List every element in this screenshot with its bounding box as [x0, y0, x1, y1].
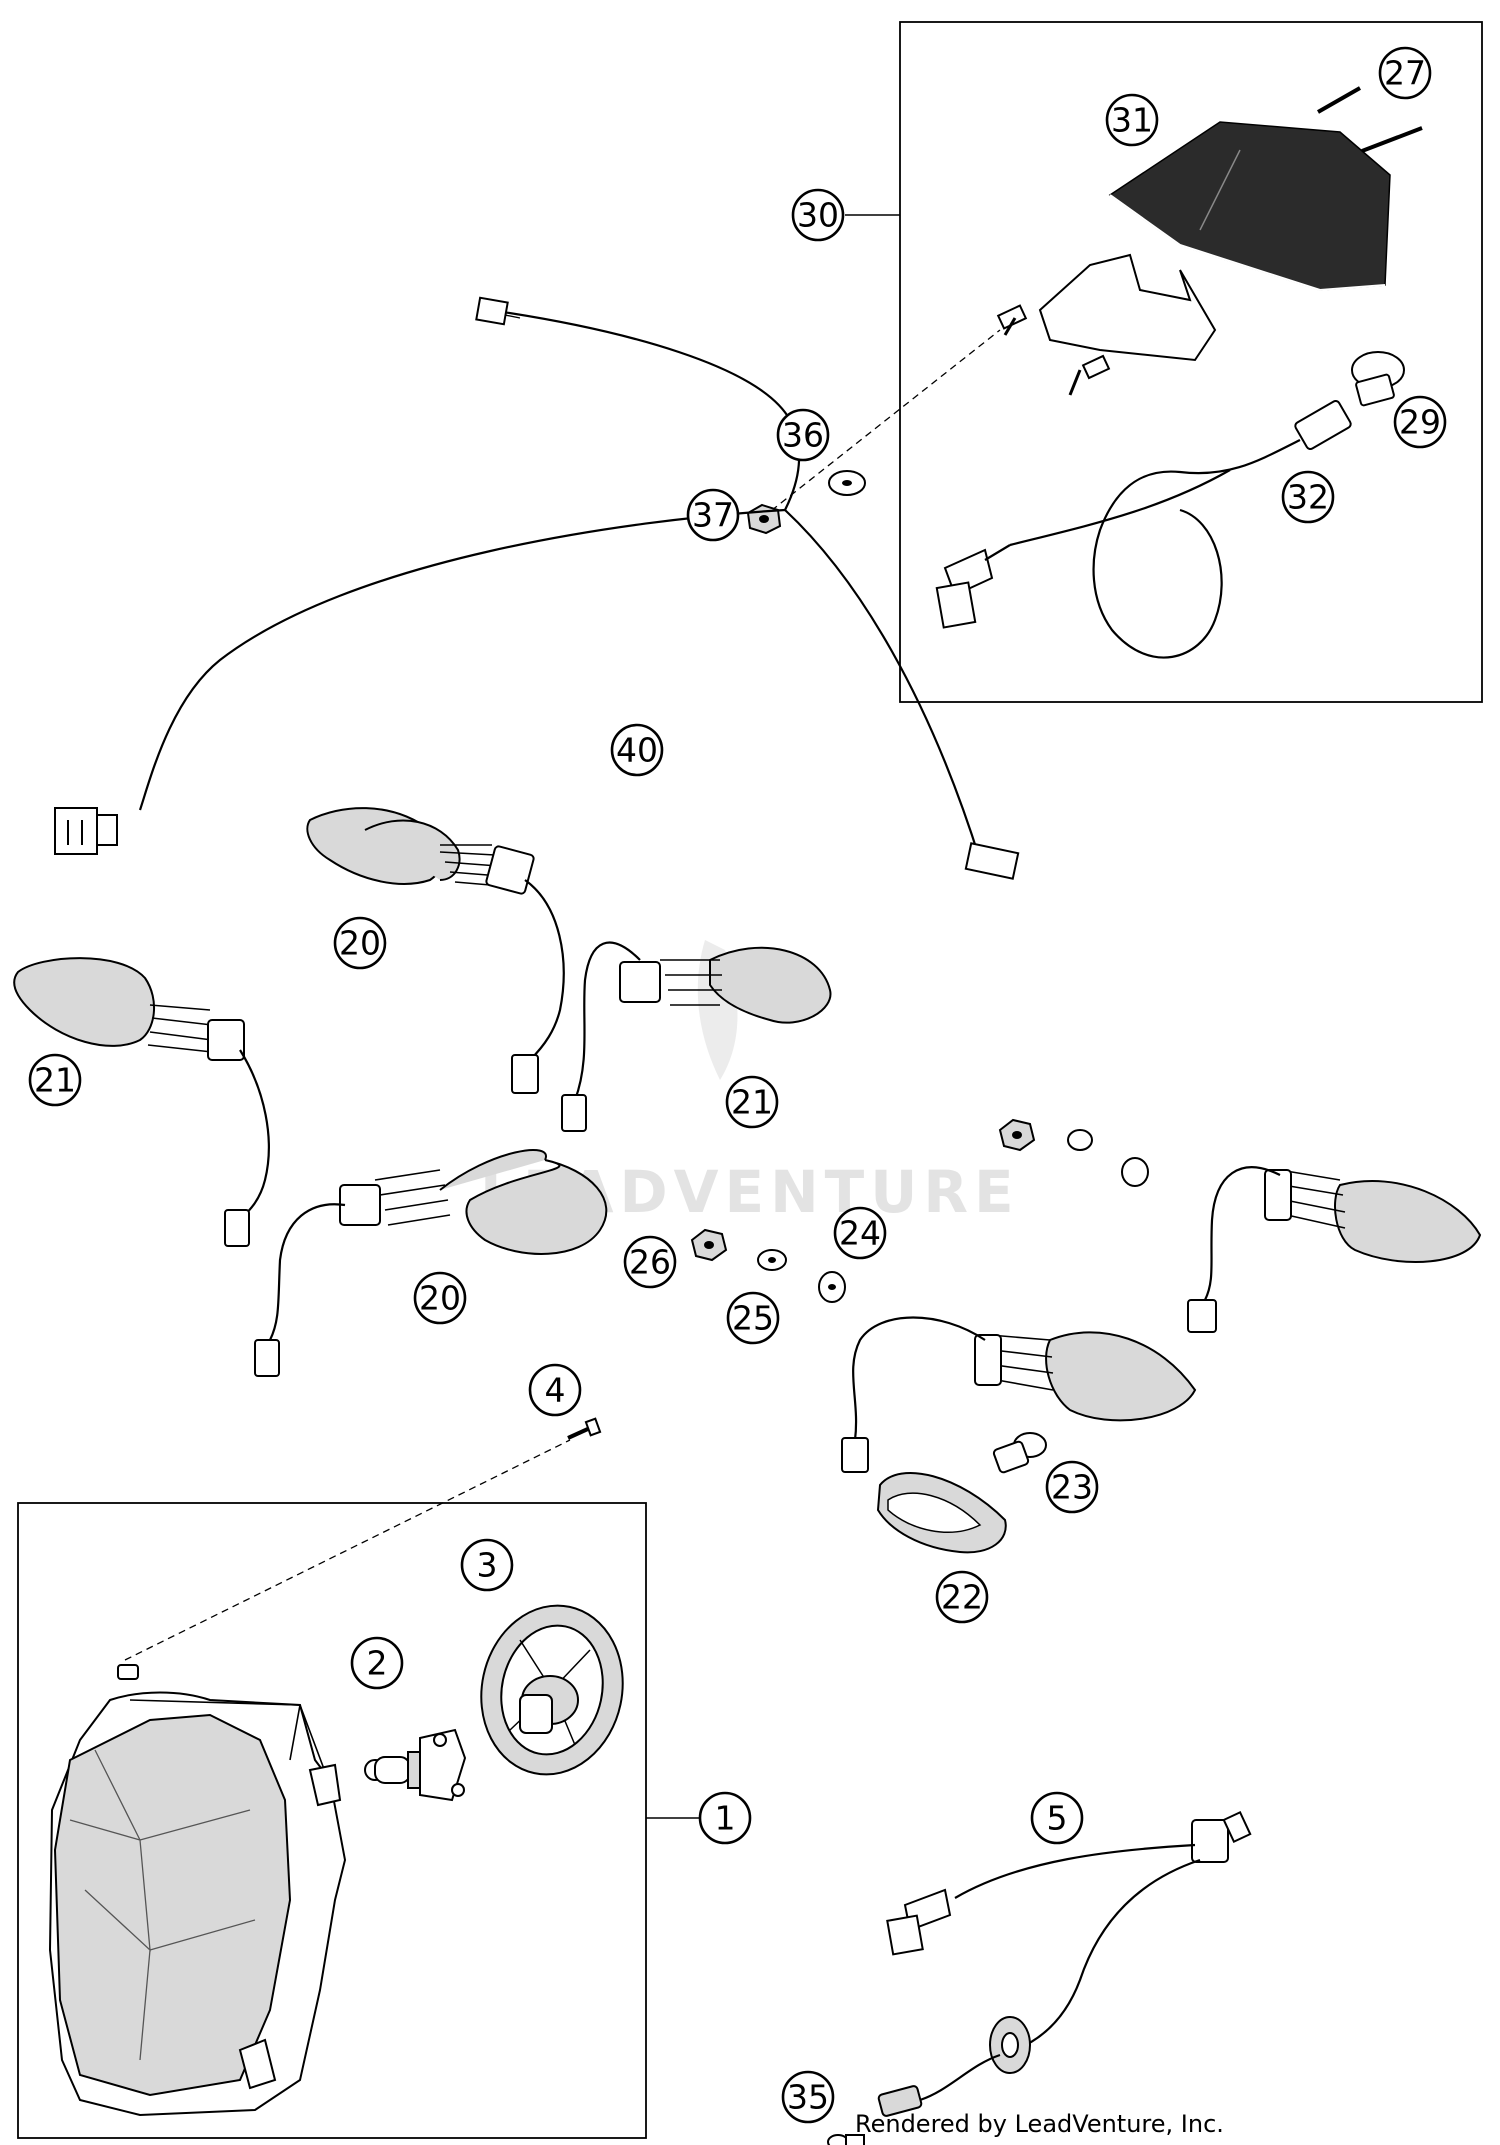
headlight-bulb-2-part — [364, 1728, 467, 1802]
callout-31: 31 — [1105, 93, 1159, 147]
fastener-set-upper — [998, 1118, 1149, 1187]
washer-36-part — [828, 470, 866, 496]
callout-3: 3 — [460, 1538, 514, 1592]
callout-4-label: 4 — [545, 1371, 566, 1410]
callout-35: 35 — [781, 2070, 835, 2124]
callout-37-label: 37 — [692, 496, 734, 535]
callout-20-lower: 20 — [413, 1271, 467, 1325]
callout-25: 25 — [726, 1291, 780, 1345]
callout-27-label: 27 — [1384, 54, 1426, 93]
callout-21-left: 21 — [28, 1053, 82, 1107]
callout-1-label: 1 — [715, 1799, 736, 1838]
callout-20-upper-label: 20 — [339, 924, 381, 963]
lock-washer-25-part — [757, 1249, 787, 1271]
dust-cover-3-part — [480, 1604, 624, 1776]
callout-24: 24 — [833, 1206, 887, 1260]
turn-signal-20-upper-part — [306, 807, 565, 1094]
tail-light-assembly-box — [899, 21, 1483, 703]
callout-23: 23 — [1045, 1460, 1099, 1514]
nut-37-part — [746, 503, 782, 535]
screw-27-part — [1317, 86, 1423, 153]
callout-20-upper: 20 — [333, 916, 387, 970]
callout-30: 30 — [791, 188, 845, 242]
turn-signal-21-left-part — [13, 957, 270, 1247]
tail-bulb-part — [1351, 351, 1405, 407]
callout-23-label: 23 — [1051, 1468, 1093, 1507]
callout-32: 32 — [1281, 470, 1335, 524]
callout-36-label: 36 — [782, 416, 824, 455]
callout-29-label: 29 — [1399, 403, 1441, 442]
callout-26-label: 26 — [629, 1243, 671, 1282]
headlight-assembly-box — [17, 1502, 647, 2139]
tail-light-group — [845, 86, 1423, 659]
tail-socket-wire-part — [935, 399, 1352, 659]
callout-37: 37 — [686, 488, 740, 542]
callout-21-left-label: 21 — [34, 1061, 76, 1100]
screw-4-part — [567, 1417, 602, 1440]
turn-signal-21-middle-part — [561, 941, 832, 1132]
wiring-5-part — [877, 1810, 1252, 2117]
callout-2-label: 2 — [367, 1644, 388, 1683]
screw-4-axis-line — [124, 1439, 571, 1661]
callout-3-label: 3 — [477, 1546, 498, 1585]
callout-36: 36 — [776, 408, 830, 462]
turn-signal-right-lower-part — [841, 1316, 1197, 1473]
callout-24-label: 24 — [839, 1214, 881, 1253]
tail-lens-part — [1108, 121, 1391, 292]
parking-bulb-35-part — [827, 2134, 865, 2145]
washer-24-part — [818, 1271, 846, 1303]
callout-20-lower-label: 20 — [419, 1279, 461, 1318]
mounting-axis-line — [761, 329, 1001, 519]
callout-40-label: 40 — [616, 731, 658, 770]
callout-40: 40 — [610, 723, 664, 777]
nut-26-part — [690, 1228, 728, 1262]
callout-22-label: 22 — [941, 1578, 983, 1617]
callout-27: 27 — [1378, 46, 1432, 100]
callout-25-label: 25 — [732, 1299, 774, 1338]
callout-2: 2 — [350, 1636, 404, 1690]
turn-signal-20-lower-part — [254, 1149, 608, 1377]
signal-bulb-23-part — [992, 1432, 1047, 1474]
rendered-by-credit: Rendered by LeadVenture, Inc. — [855, 2110, 1224, 2138]
callout-1: 1 — [698, 1791, 752, 1845]
callout-26: 26 — [623, 1235, 677, 1289]
tail-housing-part — [996, 253, 1217, 396]
headlight-1-part — [48, 1664, 347, 2117]
callout-35-label: 35 — [787, 2078, 829, 2117]
callout-21-middle-label: 21 — [731, 1083, 773, 1122]
callout-29: 29 — [1393, 395, 1447, 449]
turn-signal-right-upper-part — [1187, 1166, 1482, 1333]
callout-31-label: 31 — [1111, 101, 1153, 140]
callout-21-middle: 21 — [725, 1075, 779, 1129]
callout-22: 22 — [935, 1570, 989, 1624]
wiring-harness-40-part — [54, 296, 1020, 880]
signal-lens-22-part — [876, 1471, 1007, 1554]
callout-30-label: 30 — [797, 196, 839, 235]
callout-4: 4 — [528, 1363, 582, 1417]
callout-5-label: 5 — [1047, 1799, 1068, 1838]
callout-5: 5 — [1030, 1791, 1084, 1845]
callout-32-label: 32 — [1287, 478, 1329, 517]
